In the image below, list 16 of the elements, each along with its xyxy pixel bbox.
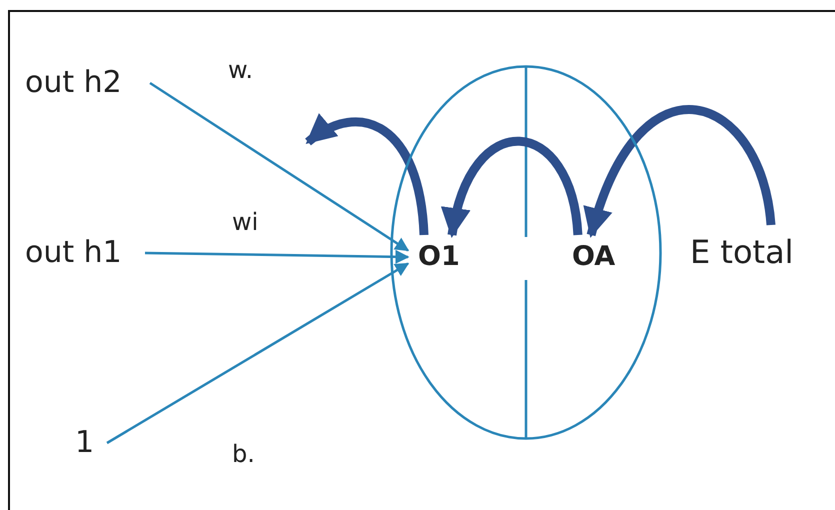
- input-label: 1: [75, 418, 107, 468]
- error-label: E total: [690, 225, 825, 280]
- neuron-circle: [390, 65, 662, 440]
- curved-arrow: [585, 106, 776, 238]
- input-label: out h1: [25, 228, 145, 278]
- curved-arrow: [305, 114, 428, 236]
- value-label: O1: [408, 235, 488, 279]
- curved-arrow: [442, 136, 582, 238]
- value-label: OA: [568, 235, 634, 279]
- arrow: [149, 82, 410, 252]
- arrow: [106, 262, 410, 444]
- edge-label: b.: [232, 442, 255, 466]
- input-label: out h2: [25, 58, 150, 108]
- edge-label: wi: [232, 210, 258, 234]
- arrow: [144, 250, 410, 264]
- edge-label: w.: [228, 58, 254, 82]
